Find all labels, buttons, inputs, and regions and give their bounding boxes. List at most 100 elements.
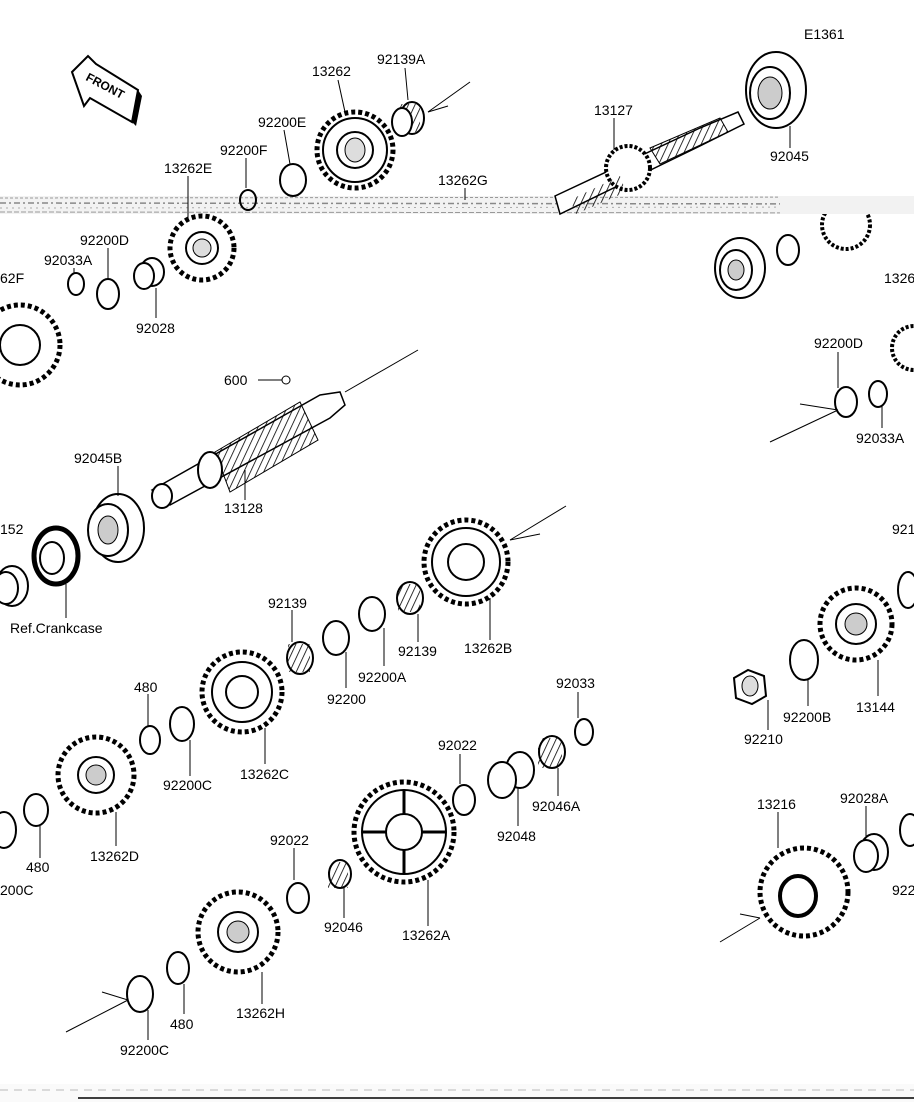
nut-92210 (732, 668, 768, 706)
gear-62F (0, 302, 63, 388)
washer-92200D-right (834, 386, 858, 418)
label-92045B: 92045B (74, 450, 123, 466)
washer-92200A (358, 596, 386, 632)
circlip-92033A-right (868, 380, 888, 408)
label-480-c: 480 (170, 1016, 194, 1032)
part-922-partial (899, 813, 914, 847)
label-480-b: 480 (26, 859, 50, 875)
label-13262H: 13262H (236, 1005, 286, 1021)
diagram-code-label: E1361 (804, 26, 845, 42)
label-92200F: 92200F (220, 142, 268, 158)
bottom-band (0, 1084, 914, 1102)
needle-bearing-92046 (328, 859, 352, 889)
label-92210: 92210 (744, 731, 783, 747)
label-92200A: 92200A (358, 669, 407, 685)
label-92200: 92200 (327, 691, 366, 707)
label-13262C: 13262C (240, 766, 290, 782)
label-92200C-b: 92200C (120, 1042, 170, 1058)
oil-seal-ref-crankcase (31, 525, 81, 587)
label-921: 921 (892, 521, 914, 537)
gear-13262E (167, 213, 237, 283)
washer-92200B (789, 639, 819, 681)
gear-1326-partial (890, 324, 914, 372)
label-92200E: 92200E (258, 114, 307, 130)
needle-bearing-92139-a (286, 641, 314, 675)
label-13262: 13262 (312, 63, 351, 79)
washer-92200 (322, 620, 350, 656)
washer-92200E (279, 163, 307, 197)
label-92033A-left: 92033A (44, 252, 93, 268)
part-921-partial (897, 571, 914, 609)
ball-bearing-92045B (87, 493, 145, 563)
label-13262B: 13262B (464, 640, 513, 656)
label-92033A-right: 92033A (856, 430, 905, 446)
label-13262A: 13262A (402, 927, 451, 943)
label-922: 922 (892, 882, 914, 898)
washer-92200C-a (169, 706, 195, 742)
gear-13144 (817, 585, 895, 663)
label-13144: 13144 (856, 699, 895, 715)
circlip-92033A-left (67, 272, 85, 296)
gear-13262A (351, 779, 457, 885)
gear-13262C (199, 649, 285, 735)
label-92022-b: 92022 (270, 832, 309, 848)
label-13127: 13127 (594, 102, 633, 118)
label-600: 600 (224, 372, 248, 388)
gear-13262 (314, 109, 396, 191)
label-13262D: 13262D (90, 848, 140, 864)
bushing-92028 (133, 257, 165, 290)
gear-13262D (55, 734, 137, 816)
washer-92200F (239, 189, 257, 211)
needle-bearing-92046A (538, 735, 566, 769)
needle-bearing-92139-b (396, 581, 424, 615)
gear-13262B (421, 517, 511, 607)
label-92139-b: 92139 (398, 643, 437, 659)
ball-bearing-92045 (745, 51, 807, 129)
circlip-92033 (574, 718, 594, 746)
label-13262E: 13262E (164, 160, 213, 176)
torn-band (0, 196, 914, 214)
circlip-480-b (23, 793, 49, 827)
label-13262G: 13262G (438, 172, 488, 188)
label-1326: 1326 (884, 270, 914, 286)
front-arrow-icon: FRONT (70, 54, 142, 126)
circlip-right-top (776, 234, 800, 266)
label-480-a: 480 (134, 679, 158, 695)
bushing-92048 (487, 751, 535, 799)
label-92139-a: 92139 (268, 595, 307, 611)
washer-92200D-left (96, 278, 120, 310)
label-92022-a: 92022 (438, 737, 477, 753)
gear-13216 (757, 845, 851, 939)
label-200C: 200C (0, 882, 34, 898)
label-92200D-left: 92200D (80, 232, 130, 248)
circlip-480-a (139, 725, 161, 755)
bushing-92028A (853, 833, 889, 873)
label-92200B: 92200B (783, 709, 832, 725)
washer-92022-a (452, 784, 476, 816)
needle-bearing-92139A (391, 101, 425, 137)
label-92046A: 92046A (532, 798, 581, 814)
circlip-480-c (166, 951, 190, 985)
shaft-13128 (150, 375, 346, 509)
label-92045: 92045 (770, 148, 809, 164)
label-13128: 13128 (224, 500, 263, 516)
shaft-13127 (554, 111, 746, 216)
bearing-right-top (714, 237, 766, 299)
label-92200C-a: 92200C (163, 777, 213, 793)
gear-13262H (195, 889, 281, 975)
label-92200D-right: 92200D (814, 335, 864, 351)
washer-92200C-b (126, 975, 154, 1013)
label-92139A: 92139A (377, 51, 426, 67)
washer-200C (0, 811, 17, 849)
label-92028: 92028 (136, 320, 175, 336)
label-92028A: 92028A (840, 790, 889, 806)
label-92048: 92048 (497, 828, 536, 844)
part-152 (0, 565, 29, 607)
label-152: 152 (0, 521, 24, 537)
label-ref-crankcase: Ref.Crankcase (10, 620, 103, 636)
leader-lines (39, 67, 883, 1040)
label-13216: 13216 (757, 796, 796, 812)
label-92033: 92033 (556, 675, 595, 691)
label-62F: 62F (0, 270, 25, 286)
